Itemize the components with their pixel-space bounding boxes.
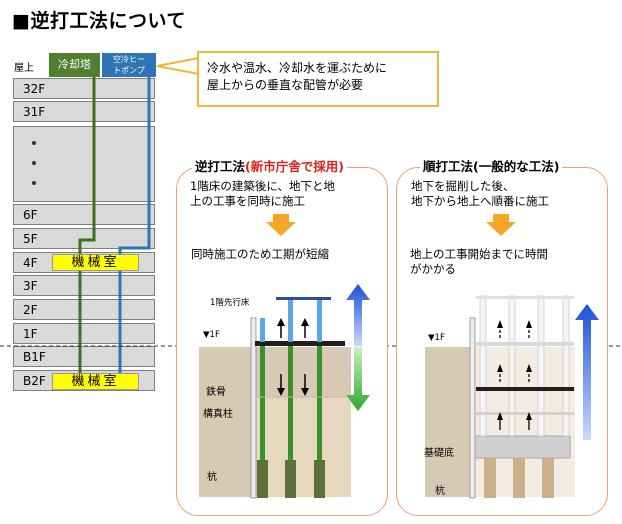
right-pile: [513, 458, 525, 498]
floor-6f: 6F: [13, 204, 155, 225]
right-soil-left: [425, 347, 470, 497]
dashed-up-arrow-head: [526, 320, 532, 328]
up-arrow-head: [526, 412, 532, 420]
normal-result-line-2: がかかる: [410, 262, 456, 276]
machine-room-4f: 機械室: [52, 254, 139, 271]
first-floor-slab: [255, 341, 345, 346]
left-1f-marker: ▼1F: [203, 330, 220, 340]
up-arrow-head: [277, 318, 285, 326]
floor-label: 3F: [23, 279, 38, 293]
right-pile: [542, 458, 554, 498]
right-lower-beam: [476, 412, 574, 415]
floor-label: 5F: [23, 232, 38, 246]
pile: [257, 460, 268, 498]
steel-column-label: 構真柱: [203, 409, 233, 420]
floor-label: B1F: [23, 350, 46, 364]
floor-label: 6F: [23, 208, 38, 222]
upper-steel-column: [260, 318, 265, 342]
normal-desc-line-1: 地下を掘削した後、: [411, 179, 515, 193]
floor-label: 31F: [23, 105, 46, 119]
steel-column: [317, 346, 322, 488]
steel-column: [260, 346, 265, 488]
reverse-method-result: 同時施工のため工期が短縮: [191, 247, 329, 261]
right-floor: [476, 342, 574, 346]
pile: [285, 460, 296, 498]
down-arrow-head: [301, 388, 309, 396]
right-1f-marker: ▼1F: [428, 333, 445, 343]
floor-32f: 32F: [13, 78, 155, 99]
callout-line-1: 冷水や温水、冷却水を運ぶために: [207, 61, 388, 75]
reverse-method-title: 逆打工法(新市庁舎で採用): [192, 156, 347, 175]
cooling-water-pipe: [78, 77, 96, 254]
callout-box: 冷水や温水、冷却水を運ぶために 屋上からの垂直な配管が必要: [197, 51, 439, 107]
dashed-up-arrow-head: [497, 364, 503, 372]
omitted-floors: [13, 126, 155, 202]
floor-label: 32F: [23, 82, 46, 96]
normal-method-result: 地上の工事開始までに時間 がかかる: [410, 247, 548, 277]
normal-method-desc: 地下を掘削した後、 地下から地上へ順番に施工: [411, 179, 549, 209]
normal-result-line-1: 地上の工事開始までに時間: [410, 247, 548, 261]
right-basement-slab: [476, 387, 574, 391]
dashed-up-arrow-head: [497, 320, 503, 328]
right-beam: [476, 296, 574, 299]
normal-result-arrow: [486, 214, 516, 236]
up-arrow-head: [497, 412, 503, 420]
normal-desc-line-2: 地下から地上へ順番に施工: [411, 194, 549, 208]
ellipsis-dot: [32, 161, 36, 165]
dashed-up-arrow-head: [526, 364, 532, 372]
right-retaining-wall: [469, 317, 476, 499]
right-pile-label: 杭: [435, 486, 445, 497]
reverse-result-arrow: [266, 214, 296, 236]
reverse-method-title-note: (新市庁舎で採用): [245, 159, 344, 174]
reverse-method-title-main: 逆打工法: [195, 159, 246, 174]
right-pile: [484, 458, 496, 498]
normal-method-title: 順打工法(一般的な工法): [420, 156, 563, 175]
heat-pump-pipe: [118, 77, 151, 254]
left-retaining-wall: [250, 317, 257, 499]
down-arrow-head: [277, 388, 285, 396]
floor-31f: 31F: [13, 101, 155, 122]
heat-pump-label-1: 空冷ヒー: [113, 55, 145, 64]
left-soil-left: [199, 347, 251, 497]
left-soil-top: [251, 347, 351, 397]
page-title: ■逆打工法について: [12, 10, 186, 32]
up-arrow-head: [301, 318, 309, 326]
reverse-desc-line-2: 上の工事を同時に施工: [190, 194, 305, 208]
reverse-desc-line-1: 1階床の建築後に、地下と地: [190, 179, 335, 193]
foundation: [474, 435, 571, 459]
upper-beam: [276, 297, 331, 300]
upper-steel-column: [317, 300, 322, 342]
heat-pump-box: 空冷ヒー トポンプ: [102, 53, 156, 77]
right-up-progress-arrow: [575, 304, 599, 440]
steel-label: 鉄骨: [206, 387, 226, 398]
ellipsis-dot: [32, 141, 36, 145]
roof-label: 屋上: [14, 63, 34, 74]
floor-label: 2F: [23, 303, 38, 317]
first-floor-label: 1階先行床: [210, 298, 250, 308]
callout-line-2: 屋上からの垂直な配管が必要: [207, 78, 364, 92]
floor-label: 4F: [23, 256, 38, 270]
heat-pump-label-2: トポンプ: [113, 66, 145, 75]
steel-column: [288, 346, 293, 488]
up-progress-arrow: [346, 284, 370, 346]
down-progress-arrow: [346, 347, 370, 411]
floor-label: B2F: [23, 374, 46, 388]
machine-room-b2f: 機械室: [52, 373, 139, 390]
left-pile-label: 杭: [207, 472, 217, 483]
reverse-method-desc: 1階床の建築後に、地下と地 上の工事を同時に施工: [190, 179, 335, 209]
pile: [314, 460, 325, 498]
floor-label: 1F: [23, 327, 38, 341]
ellipsis-dot: [32, 181, 36, 185]
upper-steel-column: [288, 300, 293, 342]
cooling-tower-box: 冷却塔: [49, 53, 100, 77]
foundation-label: 基礎底: [424, 448, 454, 459]
